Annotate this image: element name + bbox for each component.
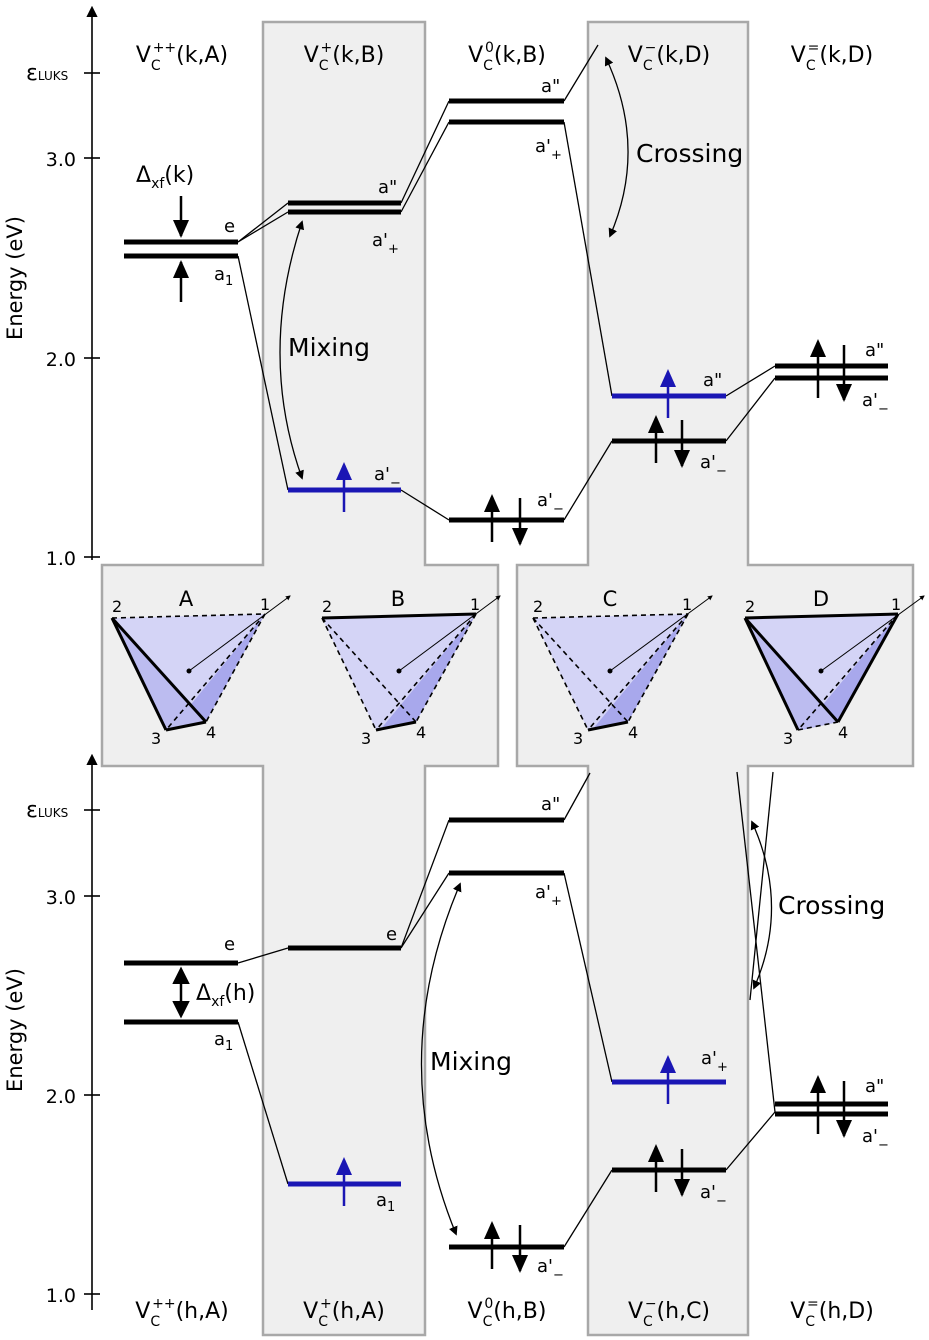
y-axis-label-top: Energy (eV)	[3, 216, 27, 340]
top-delta: Δxf(k)	[136, 163, 194, 302]
bottom-delta: Δxf(h)	[172, 966, 255, 1019]
crossing-label: Crossing	[636, 139, 743, 168]
state-title-top: VC−(k,D)	[628, 40, 710, 74]
delta-xf-label: Δxf(h)	[196, 981, 255, 1010]
svg-text:1: 1	[891, 595, 901, 614]
structure-label: C	[603, 587, 618, 611]
state-titles: VC++(k,A) VC+(k,B) VC0(k,B) VC−(k,D) VC=…	[135, 40, 874, 1330]
level-label: e	[224, 216, 235, 237]
svg-text:3: 3	[573, 729, 583, 748]
tick-label: 1.0	[46, 1285, 76, 1307]
level-label: a'−	[862, 1126, 889, 1153]
bottom-levels	[124, 817, 888, 1250]
state-title-top: VC+(k,B)	[304, 40, 385, 74]
level-label: a'+	[535, 882, 562, 909]
level-label: a'−	[862, 390, 889, 417]
mixing-label: Mixing	[430, 1047, 512, 1076]
axis-labels: Energy (eV) Energy (eV) 3.0 2.0 1.0 3.0 …	[3, 61, 76, 1307]
level-label: a"	[865, 340, 884, 361]
state-title-top: VC++(k,A)	[136, 40, 228, 74]
tick-label: 3.0	[46, 887, 76, 909]
state-title-bottom: VC0(h,B)	[468, 1296, 547, 1330]
svg-text:1: 1	[260, 595, 270, 614]
top-spin-arrows	[336, 339, 852, 546]
level-label: a'−	[537, 1256, 564, 1283]
structure-c: C 1 2 3 4	[532, 587, 713, 748]
axes	[84, 5, 100, 1310]
level-label: a"	[703, 370, 722, 391]
level-label: a"	[865, 1076, 884, 1097]
tick-label: 3.0	[46, 149, 76, 171]
tick-label: 1.0	[46, 548, 76, 570]
svg-text:2: 2	[745, 597, 755, 616]
structure-a: A 1 2 3 4	[110, 587, 291, 748]
y-axis-label-bottom: Energy (eV)	[3, 968, 27, 1092]
panel-right	[515, 20, 915, 1337]
level-label: a"	[378, 177, 397, 198]
panel-left	[100, 20, 500, 1337]
level-label: a"	[541, 794, 560, 815]
top-annotations: Mixing Crossing	[279, 56, 743, 480]
state-title-bottom: VC+(h,A)	[303, 1296, 385, 1330]
state-title-top: VC=(k,D)	[791, 40, 873, 74]
level-label: e	[386, 924, 397, 945]
bottom-connectors	[237, 771, 776, 1248]
level-label: a'+	[535, 136, 562, 163]
mixing-label: Mixing	[288, 333, 370, 362]
level-label: a"	[541, 76, 560, 97]
svg-text:2: 2	[533, 597, 543, 616]
svg-text:4: 4	[838, 723, 848, 742]
tick-label: 2.0	[46, 349, 76, 371]
svg-text:3: 3	[783, 729, 793, 748]
delta-xf-label: Δxf(k)	[136, 163, 194, 192]
svg-text:1: 1	[682, 595, 692, 614]
svg-text:4: 4	[628, 723, 638, 742]
structure-label: B	[391, 587, 405, 611]
bottom-annotations: Mixing Crossing	[420, 820, 885, 1236]
structure-label: A	[179, 587, 194, 611]
svg-text:4: 4	[206, 723, 216, 742]
level-label: e	[224, 934, 235, 955]
top-levels	[124, 98, 888, 523]
svg-text:2: 2	[112, 597, 122, 616]
eps-luks-label: εLUKS	[26, 798, 68, 823]
state-title-bottom: VC−(h,C)	[628, 1296, 710, 1330]
svg-text:1: 1	[470, 595, 480, 614]
state-title-top: VC0(k,B)	[468, 40, 546, 74]
bottom-spin-arrows	[336, 1055, 852, 1273]
state-title-bottom: VC++(h,A)	[135, 1296, 228, 1330]
svg-text:4: 4	[416, 723, 426, 742]
level-label: a1	[214, 264, 233, 289]
state-title-bottom: VC=(h,D)	[790, 1296, 874, 1330]
level-label: a'−	[537, 490, 564, 517]
level-label: a1	[214, 1029, 233, 1054]
structure-d: D 1 2 3 4	[743, 587, 925, 748]
svg-text:2: 2	[322, 597, 332, 616]
top-connectors	[237, 44, 776, 521]
eps-luks-label: εLUKS	[26, 61, 68, 86]
svg-text:3: 3	[151, 729, 161, 748]
structure-b: B 1 2 3 4	[321, 587, 501, 748]
svg-text:3: 3	[361, 729, 371, 748]
crossing-label: Crossing	[778, 891, 885, 920]
structure-label: D	[813, 587, 829, 611]
shaded-panels	[100, 20, 915, 1337]
tick-label: 2.0	[46, 1086, 76, 1108]
